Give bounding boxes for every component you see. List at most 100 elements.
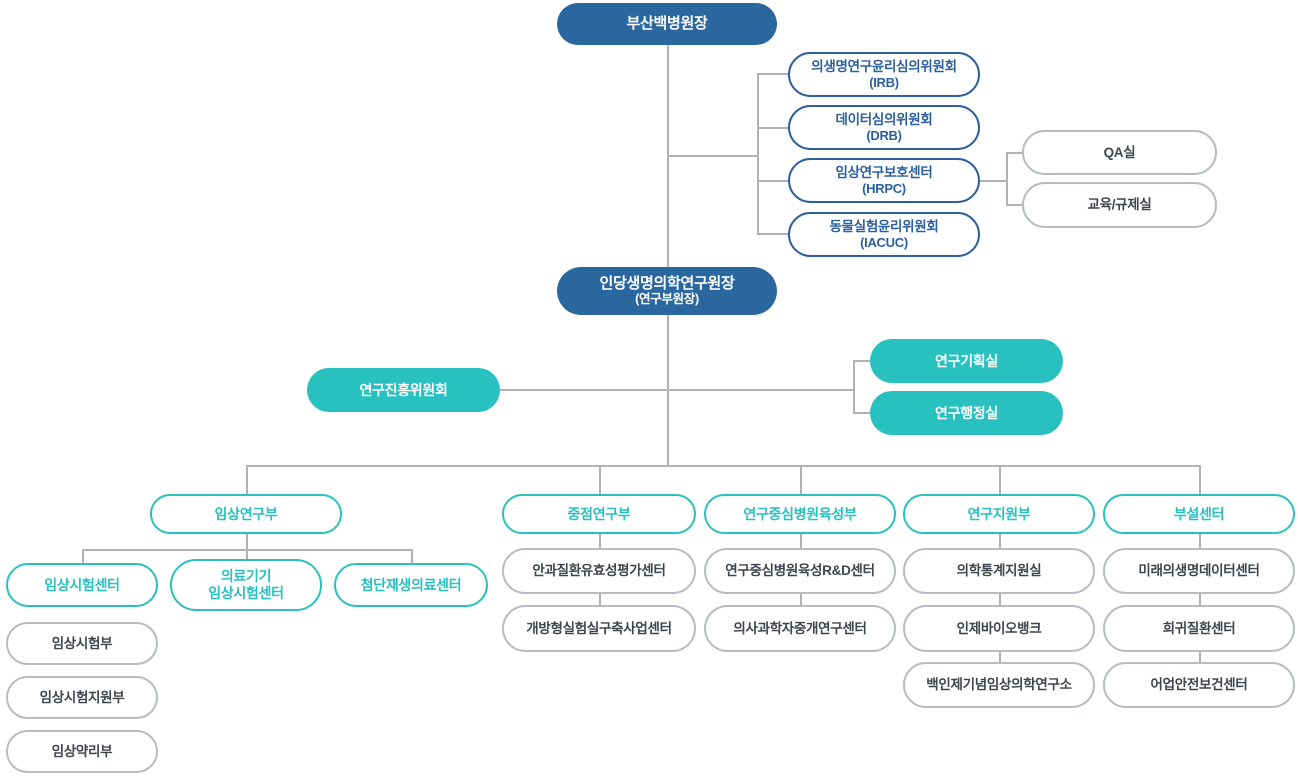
connector-line bbox=[999, 465, 1001, 494]
node-label: 미래의생명데이터센터 bbox=[1138, 563, 1260, 579]
connector-line bbox=[1006, 204, 1022, 206]
node-irb: 의생명연구윤리심의위원회 (IRB) bbox=[788, 52, 980, 97]
node-clinical-trial-center: 임상시험센터 bbox=[6, 563, 158, 607]
node-fishery-safety-health-center: 어업안전보건센터 bbox=[1103, 662, 1295, 708]
node-label: 인제바이오뱅크 bbox=[956, 620, 1042, 636]
connector-line bbox=[1006, 152, 1008, 205]
node-drb: 데이터심의위원회 (DRB) bbox=[788, 105, 980, 150]
connector-line bbox=[980, 180, 1006, 182]
connector-line bbox=[800, 465, 802, 494]
connector-line bbox=[500, 389, 854, 391]
node-label: 백인제기념임상의학연구소 bbox=[926, 677, 1072, 693]
node-label: 첨단재생의료센터 bbox=[360, 576, 462, 593]
connector-line bbox=[599, 534, 601, 548]
node-label: 의생명연구윤리심의위원회 bbox=[811, 58, 957, 74]
node-sublabel: (DRB) bbox=[866, 127, 902, 143]
connector-line bbox=[757, 73, 759, 235]
node-dept-research-hospital: 연구중심병원육성부 bbox=[704, 494, 896, 534]
connector-line bbox=[246, 465, 1200, 467]
node-label: 연구기획실 bbox=[935, 352, 998, 369]
connector-line bbox=[246, 549, 248, 559]
connector-line bbox=[853, 360, 855, 413]
node-label: 부산백병원장 bbox=[626, 15, 708, 33]
node-label: 희귀질환센터 bbox=[1162, 620, 1236, 636]
node-paik-memorial-institute: 백인제기념임상의학연구소 bbox=[903, 662, 1095, 708]
connector-line bbox=[757, 180, 788, 182]
node-clinical-pharmacology-dept: 임상약리부 bbox=[6, 730, 158, 773]
node-sublabel: (IACUC) bbox=[860, 234, 908, 250]
node-clinical-trial-dept: 임상시험부 bbox=[6, 622, 158, 665]
connector-line bbox=[599, 465, 601, 494]
connector-line bbox=[1199, 651, 1201, 662]
connector-line bbox=[757, 73, 788, 75]
node-research-hospital-rnd-center: 연구중심병원육성R&D센터 bbox=[704, 548, 896, 594]
node-rare-disease-center: 희귀질환센터 bbox=[1103, 605, 1295, 652]
connector-line bbox=[411, 549, 413, 563]
connector-line bbox=[999, 651, 1001, 662]
node-label: QA실 bbox=[1103, 144, 1136, 160]
node-education-regulation-office: 교육/규제실 bbox=[1022, 182, 1217, 228]
node-label: 임상시험지원부 bbox=[39, 689, 125, 705]
node-research-admin-office: 연구행정실 bbox=[870, 391, 1063, 435]
node-research-promotion-committee: 연구진흥위원회 bbox=[307, 368, 500, 412]
connector-line bbox=[999, 534, 1001, 548]
node-medical-device-trial-center: 의료기기 임상시험센터 bbox=[170, 559, 322, 611]
node-sublabel: (HRPC) bbox=[862, 180, 906, 196]
node-sublabel: (연구부원장) bbox=[635, 292, 699, 307]
connector-line bbox=[757, 127, 788, 129]
node-label: 데이터심의위원회 bbox=[835, 111, 933, 127]
connector-line bbox=[999, 594, 1001, 605]
node-label: 의료기기 bbox=[220, 568, 272, 585]
node-inje-biobank: 인제바이오뱅크 bbox=[903, 605, 1095, 652]
connector-line bbox=[1199, 594, 1201, 605]
connector-line bbox=[1199, 534, 1201, 548]
node-sublabel: 임상시험센터 bbox=[208, 585, 284, 601]
node-label: 동물실험윤리위원회 bbox=[829, 218, 939, 234]
node-label: 임상시험부 bbox=[51, 635, 113, 651]
node-label: 교육/규제실 bbox=[1087, 197, 1152, 213]
node-label: 연구중심병원육성부 bbox=[743, 505, 857, 522]
node-open-lab-center: 개방형실험실구축사업센터 bbox=[502, 605, 696, 652]
connector-line bbox=[667, 155, 757, 157]
connector-line bbox=[1199, 465, 1201, 494]
connector-line bbox=[246, 465, 248, 494]
node-advanced-regenerative-center: 첨단재생의료센터 bbox=[334, 563, 488, 607]
node-iacuc: 동물실험윤리위원회 (IACUC) bbox=[788, 212, 980, 257]
node-research-director: 인당생명의학연구원장 (연구부원장) bbox=[557, 267, 777, 315]
connector-line bbox=[246, 534, 248, 550]
node-sublabel: (IRB) bbox=[869, 74, 899, 90]
connector-line bbox=[599, 594, 601, 605]
connector-line bbox=[82, 549, 84, 563]
node-ophthalmic-efficacy-center: 안과질환유효성평가센터 bbox=[502, 548, 696, 594]
connector-line bbox=[1006, 152, 1022, 154]
node-label: 의사과학자중개연구센터 bbox=[733, 620, 867, 636]
node-hrpc: 임상연구보호센터 (HRPC) bbox=[788, 158, 980, 203]
node-label: 임상연구보호센터 bbox=[835, 164, 933, 180]
node-dept-core-research: 중점연구부 bbox=[502, 494, 696, 534]
node-future-biomedical-data-center: 미래의생명데이터센터 bbox=[1103, 548, 1295, 594]
connector-line bbox=[853, 412, 870, 414]
node-label: 개방형실험실구축사업센터 bbox=[526, 620, 672, 636]
node-label: 임상시험센터 bbox=[44, 576, 120, 593]
node-hospital-director: 부산백병원장 bbox=[557, 3, 777, 45]
connector-line bbox=[757, 233, 788, 235]
node-research-planning-office: 연구기획실 bbox=[870, 339, 1063, 383]
node-label: 인당생명의학연구원장 bbox=[599, 274, 735, 292]
node-label: 연구지원부 bbox=[967, 505, 1031, 522]
node-label: 연구중심병원육성R&D센터 bbox=[725, 563, 875, 579]
node-label: 임상연구부 bbox=[214, 505, 278, 522]
connector-line bbox=[800, 534, 802, 548]
node-label: 부설센터 bbox=[1173, 505, 1225, 522]
node-qa-office: QA실 bbox=[1022, 130, 1217, 175]
connector-line bbox=[800, 594, 802, 605]
node-label: 임상약리부 bbox=[51, 743, 113, 759]
node-clinical-trial-support-dept: 임상시험지원부 bbox=[6, 676, 158, 719]
node-label: 안과질환유효성평가센터 bbox=[532, 563, 666, 579]
node-label: 연구진흥위원회 bbox=[359, 381, 448, 398]
node-label: 어업안전보건센터 bbox=[1150, 677, 1248, 693]
node-label: 중점연구부 bbox=[567, 505, 631, 522]
node-physician-scientist-center: 의사과학자중개연구센터 bbox=[704, 605, 896, 652]
node-medical-statistics-office: 의학통계지원실 bbox=[903, 548, 1095, 594]
node-label: 의학통계지원실 bbox=[956, 563, 1042, 579]
